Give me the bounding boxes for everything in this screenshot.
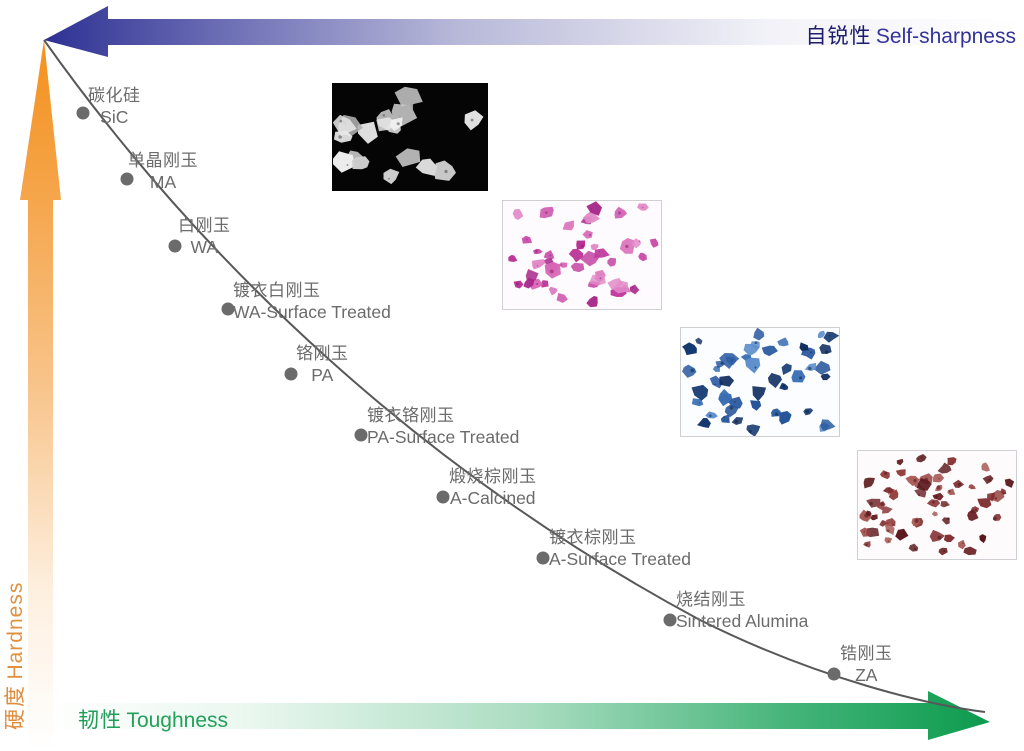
self-sharpness-axis-label: 自锐性 Self-sharpness [805,25,1016,48]
curve-path [43,39,986,713]
data-point-za [827,667,841,681]
pink-alumina-grains-micrograph [502,200,662,310]
point-label-a-surface-treated: 镀衣棕刚玉 A-Surface Treated [549,528,692,569]
data-point-pa-surface-treated [354,428,368,442]
data-point-sic [76,106,90,120]
toughness-axis-label: 韧性 Toughness [78,709,229,732]
blue-alumina-grains-micrograph [680,327,840,437]
point-label-wa-surface-treated: 镀衣白刚玉 WA-Surface Treated [233,281,391,322]
point-label-sintered-alumina: 烧结刚玉 Sintered Alumina [676,590,809,631]
point-label-za: 锆刚玉 ZA [840,644,893,685]
data-point-sintered-alumina [663,613,677,627]
data-point-a-surface-treated [536,551,550,565]
data-point-pa [284,367,298,381]
data-point-ma [120,172,134,186]
brown-alumina-grains-micrograph [857,450,1017,560]
data-point-wa [168,239,182,253]
point-label-pa: 铬刚玉 PA [296,344,349,385]
data-points [76,106,841,681]
data-point-a-calcined [436,490,450,504]
point-label-a-calcined: 煅烧棕刚玉 A-Calcined [449,467,537,508]
data-point-wa-surface-treated [221,302,235,316]
hardness-axis-label: 硬度 Hardness [4,581,27,730]
point-label-wa: 白刚玉 WA [178,216,231,257]
point-label-pa-surface-treated: 镀衣铬刚玉 PA-Surface Treated [367,406,520,447]
point-label-sic: 碳化硅 SiC [88,86,141,127]
point-label-ma: 单晶刚玉 MA [128,151,198,192]
sic-grains-micrograph [332,83,488,191]
